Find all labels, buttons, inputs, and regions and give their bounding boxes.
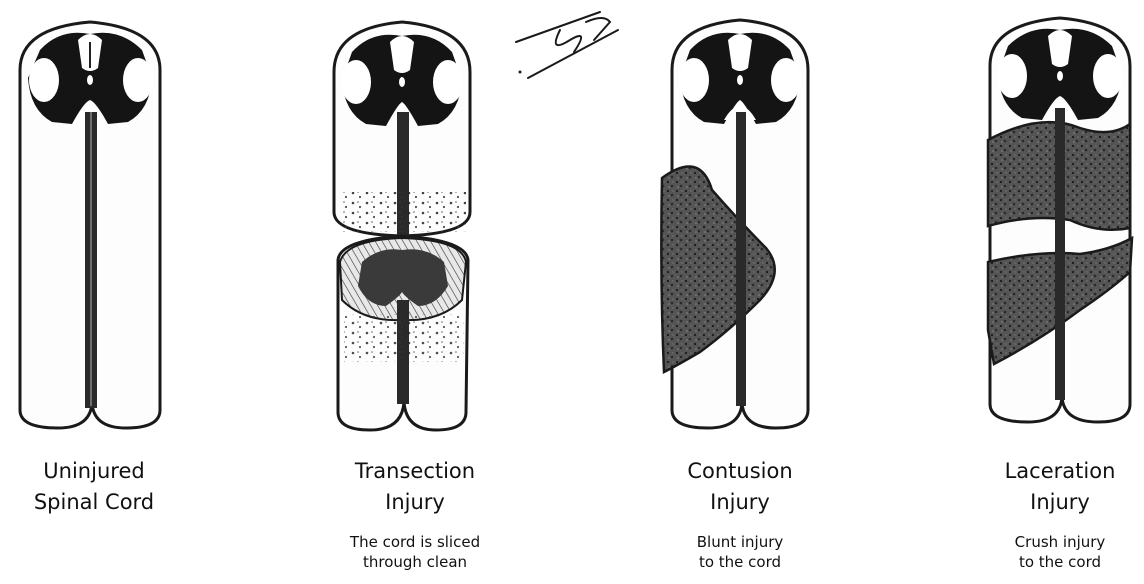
panel-label-uninjured: Uninjured Spinal Cord — [0, 456, 204, 518]
contusion-cord-illustration — [660, 18, 810, 430]
transection-cord-illustration — [332, 20, 472, 432]
panel-label-contusion: Contusion Injury Blunt injury to the cor… — [630, 456, 850, 572]
panel-label-laceration: Laceration Injury Crush injury to the co… — [950, 456, 1144, 572]
panel-title: Uninjured Spinal Cord — [33, 459, 155, 514]
laceration-cord-illustration — [986, 16, 1134, 424]
contusion-zone — [660, 165, 776, 374]
panel-label-transection: Transection Injury The cord is sliced th… — [305, 456, 525, 572]
panel-title: Laceration Injury — [1004, 459, 1116, 514]
artist-signature — [515, 11, 619, 79]
panel-title: Contusion Injury — [687, 459, 793, 514]
panel-description: Crush injury to the cord — [1014, 533, 1106, 571]
panel-title: Transection Injury — [354, 459, 476, 514]
uninjured-cord-illustration — [18, 20, 162, 430]
panel-description: Blunt injury to the cord — [696, 533, 784, 571]
panel-description: The cord is sliced through clean — [349, 533, 481, 571]
